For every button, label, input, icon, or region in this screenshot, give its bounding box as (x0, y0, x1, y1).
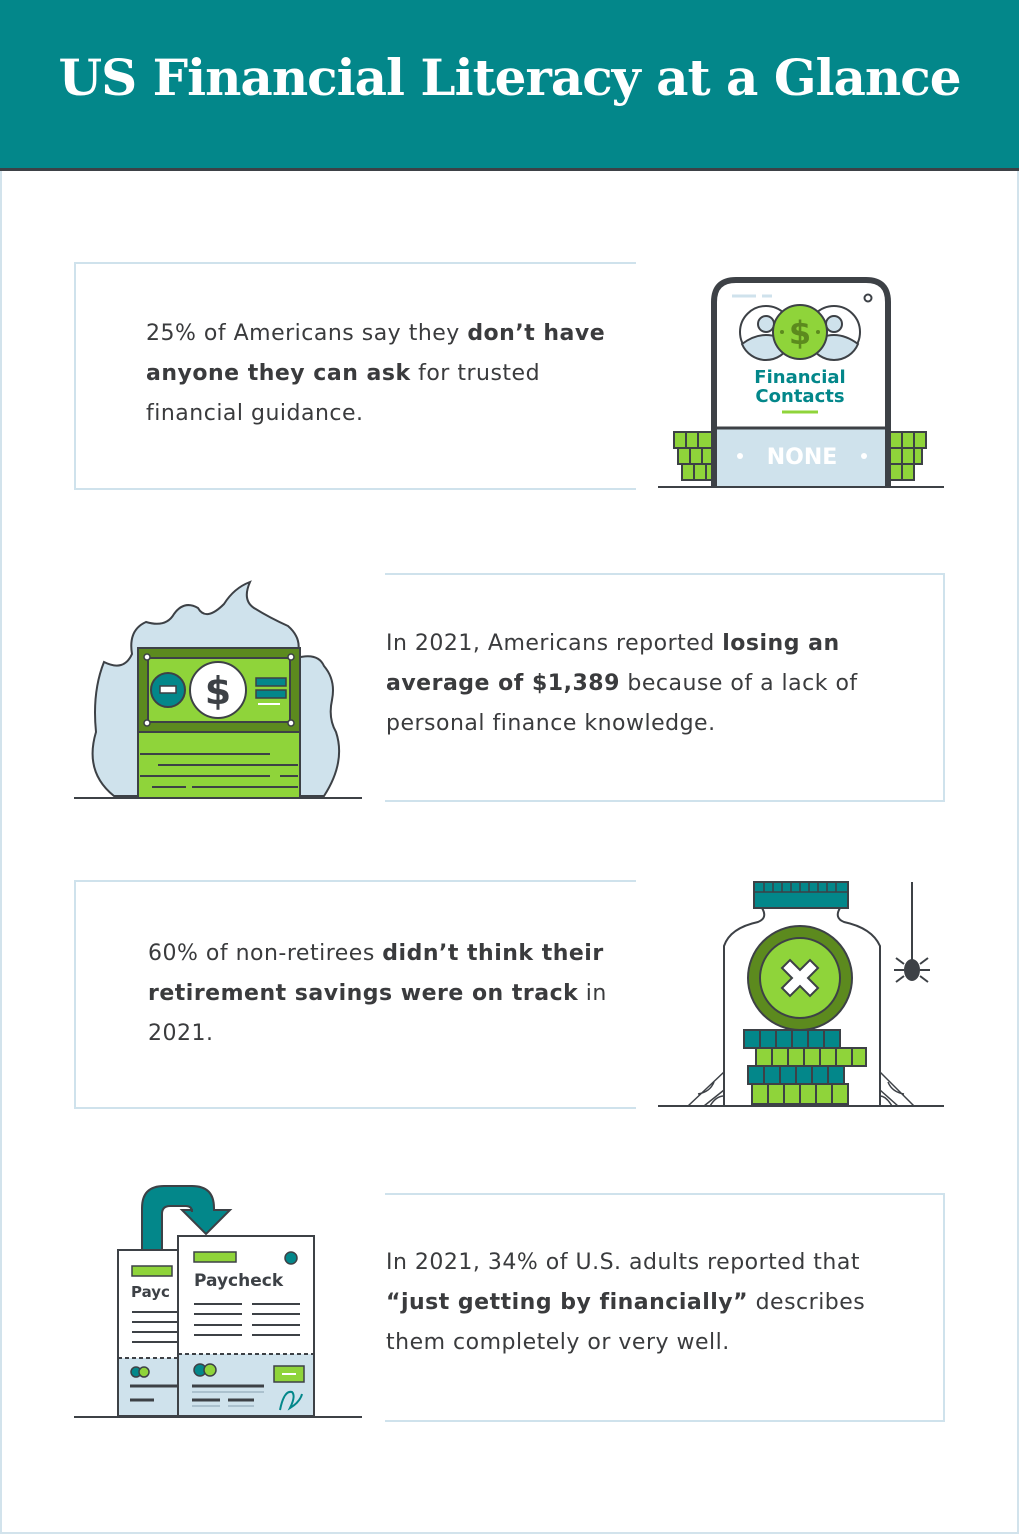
stat-card-1 (74, 262, 636, 490)
stat-2-pre: In 2021, Americans reported (386, 631, 723, 656)
stat-2-post: because of a lack of personal finance kn… (386, 671, 858, 736)
paycheck-to-paycheck-icon: Payc Paycheck (74, 1185, 362, 1418)
stat-4-pre: In 2021, 34% of U.S. adults reported tha… (386, 1250, 860, 1275)
stat-card-3 (74, 880, 636, 1109)
stat-text-4: In 2021, 34% of U.S. adults reported tha… (386, 1243, 926, 1363)
stat-1-bold: don’t have anyone they can ask (146, 321, 606, 386)
content-frame (0, 171, 1019, 1534)
stat-2-bold: losing an average of $1,389 (386, 631, 840, 696)
stat-4-bold: “just getting by financially” (386, 1290, 749, 1315)
stat-card-4 (385, 1193, 945, 1422)
stat-text-3: 60% of non-retirees didn’t think their r… (148, 934, 608, 1054)
svg-text:Paycheck: Paycheck (194, 1271, 284, 1291)
svg-text:Contacts: Contacts (755, 386, 844, 407)
empty-savings-jar-icon (658, 881, 944, 1107)
stat-1-pre: 25% of Americans say they (146, 321, 468, 346)
page-title: US Financial Literacy at a Glance (58, 48, 961, 107)
svg-text:Financial: Financial (754, 367, 845, 388)
stat-1-post: for trusted financial guidance. (146, 361, 541, 426)
svg-text:NONE: NONE (767, 445, 838, 470)
svg-text:$: $ (205, 669, 231, 713)
svg-text:$: $ (789, 314, 811, 352)
stat-3-bold: didn’t think their retirement savings we… (148, 941, 604, 1006)
burning-money-icon: $ (74, 580, 362, 799)
svg-text:Payc: Payc (131, 1283, 170, 1301)
phone-financial-contacts-icon: $ Financial Contacts NONE (658, 277, 944, 488)
stat-3-pre: 60% of non-retirees (148, 941, 383, 966)
header-banner: US Financial Literacy at a Glance (0, 0, 1019, 171)
stat-4-post: describes them completely or very well. (386, 1290, 866, 1355)
stat-text-1: 25% of Americans say they don’t have any… (146, 314, 616, 434)
stat-3-post: in 2021. (148, 981, 607, 1046)
stat-card-2 (385, 573, 945, 802)
stat-text-2: In 2021, Americans reported losing an av… (386, 624, 886, 744)
